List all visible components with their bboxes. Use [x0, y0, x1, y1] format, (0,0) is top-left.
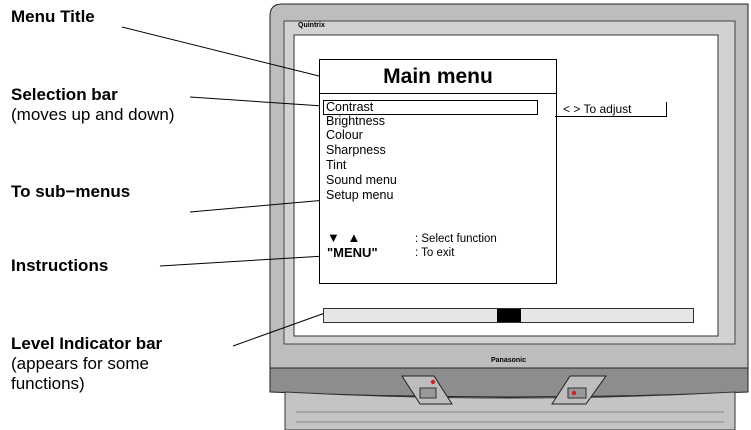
adjust-hint-underline — [555, 116, 666, 117]
tv-left-control — [401, 375, 453, 405]
callout-subtitle: (appears for some functions) — [11, 354, 149, 394]
menu-item-sharpness[interactable]: Sharpness — [326, 143, 386, 157]
callout-title: Level Indicator bar — [11, 334, 163, 353]
leader-menu-title — [121, 26, 320, 77]
menu-panel: Contrast Brightness Colour Sharpness Tin… — [319, 93, 557, 284]
menu-title: Main menu — [319, 59, 557, 94]
callout-selection-bar: Selection bar (moves up and down) — [11, 85, 174, 125]
tv-base-upper — [269, 367, 749, 398]
menu-item-tint[interactable]: Tint — [326, 158, 347, 172]
level-indicator-marker[interactable] — [496, 309, 521, 322]
navigate-arrows-icon: ▼ ▲ — [327, 230, 363, 245]
menu-item-contrast[interactable]: Contrast — [326, 100, 374, 114]
tv-base-lower — [284, 391, 736, 430]
menu-item-sound-menu[interactable]: Sound menu — [326, 173, 397, 187]
callout-subtitle: (moves up and down) — [11, 105, 175, 125]
tv-brand-label: Quintrix — [298, 22, 325, 29]
selection-bar — [323, 100, 538, 115]
leader-instructions — [159, 255, 326, 267]
menu-key-label: "MENU" — [327, 245, 378, 260]
instruction-exit: : To exit — [415, 247, 455, 259]
menu-item-setup-menu[interactable]: Setup menu — [326, 188, 394, 202]
leader-selection-bar — [189, 96, 324, 107]
tv-left-led — [430, 379, 436, 385]
tv-maker-logo: Panasonic — [491, 357, 527, 364]
menu-item-colour[interactable]: Colour — [326, 128, 363, 142]
level-indicator-bar[interactable] — [323, 308, 694, 323]
menu-item-brightness[interactable]: Brightness — [326, 114, 386, 128]
callout-title: Selection bar — [11, 85, 118, 104]
callout-sub-menus: To sub−menus — [11, 182, 130, 202]
leader-level-indicator — [232, 312, 326, 347]
callout-title: Instructions — [11, 256, 109, 275]
adjust-hint: < > To adjust — [555, 102, 667, 117]
instruction-select: : Select function — [415, 233, 497, 245]
callout-level-indicator: Level Indicator bar (appears for some fu… — [11, 334, 221, 394]
callout-title: To sub−menus — [11, 182, 131, 201]
callout-instructions: Instructions — [11, 256, 108, 276]
tv-right-control — [551, 375, 607, 405]
callout-menu-title: Menu Title — [11, 7, 95, 27]
adjust-hint-text: < > To adjust — [563, 102, 632, 116]
tv-right-led — [571, 390, 577, 396]
callout-title: Menu Title — [11, 7, 95, 26]
leader-sub-menus — [189, 199, 327, 213]
